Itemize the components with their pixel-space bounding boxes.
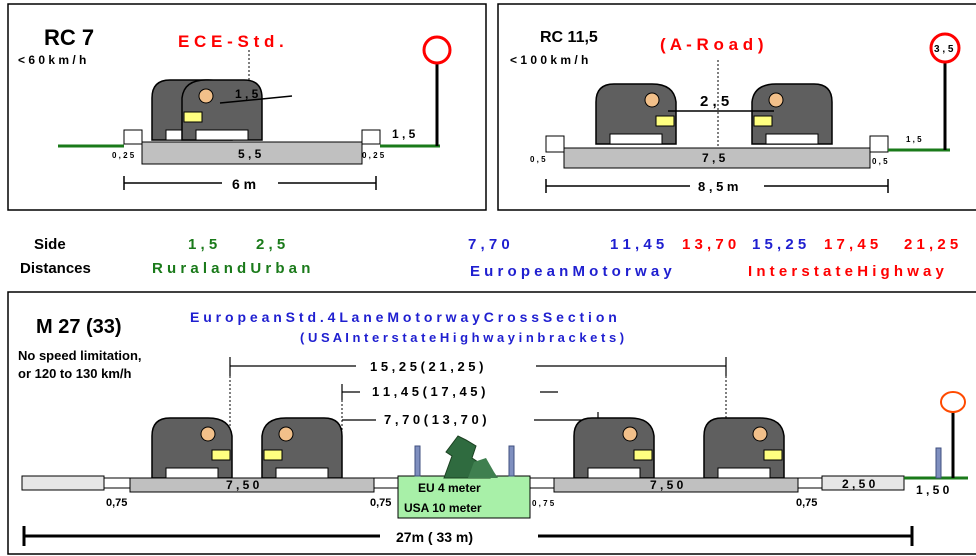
m27-car-4 — [703, 417, 785, 479]
m27-subheading: ( U S A I n t e r s t a t e H i g h w a … — [300, 330, 624, 345]
median-barrier-left — [414, 445, 421, 477]
rc115-shoulder-right — [869, 135, 889, 153]
m27-panel: M 27 (33) No speed limitation, or 120 to… — [7, 291, 976, 555]
rc115-road-width: 7 , 5 — [702, 151, 726, 165]
m27-gap-2: 0,75 — [370, 497, 391, 509]
side-value-13-70: 1 3 , 7 0 — [682, 236, 736, 253]
rc7-side-width: 1 , 5 — [392, 127, 416, 141]
side-value-7-70: 7 , 7 0 — [468, 236, 510, 253]
rc7-shoulder-right-label: 0 , 2 5 — [362, 151, 385, 160]
side-value-21-25: 2 1 , 2 5 — [904, 236, 958, 253]
rc115-side-width: 1 , 5 — [906, 135, 922, 144]
m27-dim-11-45-label: 1 1 , 4 5 ( 1 7 , 4 5 ) — [372, 384, 485, 399]
m27-median-usa: USA 10 meter — [404, 501, 482, 515]
rc115-frame — [497, 3, 976, 211]
rc115-gap: 2 , 5 — [700, 93, 729, 110]
median-tree-icon — [443, 435, 498, 479]
rc115-road — [563, 147, 871, 169]
rc115-total-width: 8 , 5 m — [698, 179, 738, 194]
rc115-standard: ( A - R o a d ) — [660, 35, 764, 54]
rc115-sign-value: 3 , 5 — [934, 44, 954, 55]
rural-urban-label: R u r a l a n d U r b a n — [152, 260, 310, 277]
m27-shoulder-width: 2 , 5 0 — [842, 477, 876, 491]
rc115-title: RC 11,5 — [540, 29, 598, 46]
m27-side-width: 1 , 5 0 — [916, 483, 950, 497]
rc115-shoulder-right-label: 0 , 5 — [872, 157, 888, 166]
m27-median — [397, 475, 531, 519]
m27-dim-7-70-label: 7 , 7 0 ( 1 3 , 7 0 ) — [384, 412, 487, 427]
rc115-shoulder-left — [545, 135, 565, 153]
rc7-title: RC 7 — [44, 25, 94, 50]
rc115-speed: < 1 0 0 k m / h — [510, 53, 588, 67]
m27-car-3 — [573, 417, 655, 479]
m27-speed-line-1: No speed limitation, — [18, 348, 142, 363]
rc7-total-width: 6 m — [232, 176, 256, 192]
m27-shoulder-right — [821, 475, 905, 491]
m27-heading: E u r o p e a n S t d . 4 L a n e M o t … — [190, 309, 617, 325]
side-value-1-5: 1 , 5 — [188, 236, 217, 253]
m27-verge-left — [21, 475, 105, 491]
rc115-panel: RC 11,5 < 1 0 0 k m / h ( A - R o a d ) … — [497, 3, 976, 211]
side-value-11-45: 1 1 , 4 5 — [610, 236, 664, 253]
m27-total-width: 27m ( 33 m) — [396, 529, 473, 545]
side-value-15-25: 1 5 , 2 5 — [752, 236, 806, 253]
rc7-shoulder-left — [123, 129, 143, 145]
side-value-2-5: 2 , 5 — [256, 236, 285, 253]
rc7-standard: E C E - S t d . — [178, 32, 284, 51]
m27-lane-right-width: 7 , 5 0 — [650, 478, 684, 492]
side-value-17-45: 1 7 , 4 5 — [824, 236, 878, 253]
m27-gap-1: 0,75 — [106, 497, 127, 509]
m27-dim-15-25-label: 1 5 , 2 5 ( 2 1 , 2 5 ) — [370, 359, 483, 374]
m27-median-eu: EU 4 meter — [418, 481, 481, 495]
rc7-gap: 1 , 5 — [235, 87, 259, 101]
m27-title: M 27 (33) — [36, 316, 122, 338]
m27-gap-3: 0 , 7 5 — [532, 499, 555, 508]
rc115-speed-sign-icon — [929, 32, 961, 64]
side-distances: Side Distances 1 , 5 2 , 5 R u r a l a n… — [20, 236, 958, 280]
m27-speed-line-2: or 120 to 130 km/h — [18, 366, 131, 381]
rc7-shoulder-left-label: 0 , 2 5 — [112, 151, 135, 160]
rc7-shoulder-right — [361, 129, 381, 145]
rc115-shoulder-left-label: 0 , 5 — [530, 155, 546, 164]
m27-sign-icon — [940, 391, 966, 413]
rc7-gap-line — [219, 95, 293, 104]
m27-car-2 — [261, 417, 343, 479]
rc7-road-width: 5 , 5 — [238, 147, 262, 161]
m27-car-1 — [151, 417, 233, 479]
rc7-speed: < 6 0 k m / h — [18, 53, 86, 67]
rc7-speed-sign-icon — [422, 35, 452, 65]
side-label: Side — [34, 236, 66, 253]
rc115-car-left — [595, 83, 677, 145]
rc7-road — [141, 141, 363, 165]
roadside-barrier — [935, 447, 942, 479]
rc7-panel: RC 7 < 6 0 k m / h E C E - S t d . 1 , 5… — [7, 3, 487, 211]
interstate-highway-label: I n t e r s t a t e H i g h w a y — [748, 263, 945, 280]
m27-lane-left-width: 7 , 5 0 — [226, 478, 260, 492]
median-barrier-right — [508, 445, 515, 477]
european-motorway-label: E u r o p e a n M o t o r w a y — [470, 263, 672, 280]
distances-label: Distances — [20, 260, 91, 277]
rc115-car-right — [751, 83, 833, 145]
m27-gap-4: 0,75 — [796, 497, 817, 509]
